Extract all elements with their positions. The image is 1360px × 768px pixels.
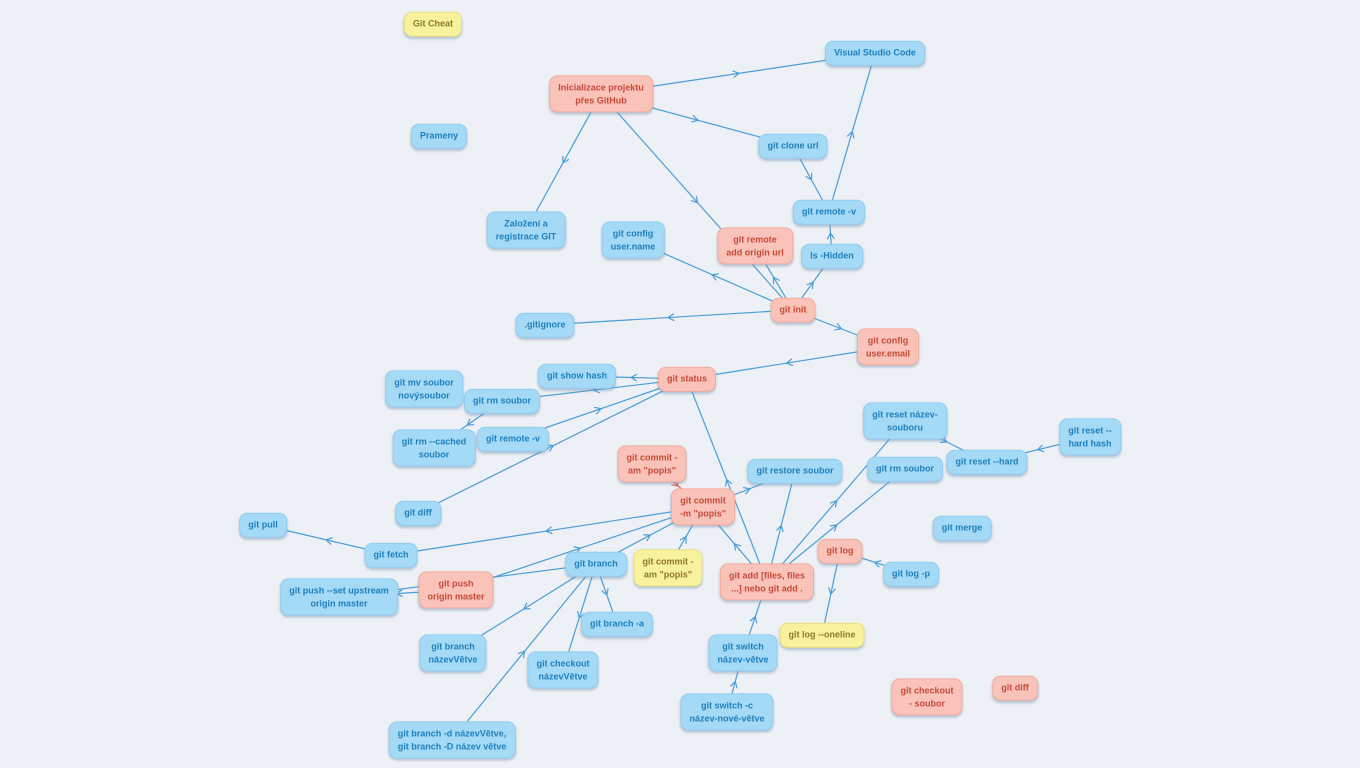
arrowhead-icon — [573, 546, 582, 554]
node-diff_right[interactable]: git diff — [992, 675, 1038, 701]
edge-remote_v_top-vsc — [828, 52, 876, 213]
node-remote_add[interactable]: git remote add origin url — [717, 227, 793, 265]
edge-commit_m-fetch — [390, 506, 704, 556]
node-add[interactable]: git add [files, files ...] nebo git add … — [719, 563, 815, 601]
edge-add-rm_soubor_right — [766, 468, 906, 583]
node-switch_c[interactable]: git switch -c název-nové-větve — [680, 693, 774, 731]
arrowhead-icon — [517, 650, 526, 659]
arrowhead-icon — [562, 155, 570, 164]
arrowhead-icon — [732, 70, 741, 79]
node-mv_soubor[interactable]: git mv soubor novýsoubor — [385, 370, 463, 408]
node-checkout_soubor[interactable]: git checkout - soubor — [891, 678, 963, 716]
arrowhead-icon — [710, 273, 720, 281]
node-zalozeni[interactable]: Založení a registrace GIT — [486, 211, 566, 249]
arrowhead-icon — [834, 323, 843, 331]
arrowhead-icon — [544, 526, 553, 535]
edge-add-reset_nazev — [766, 420, 906, 583]
arrowhead-icon — [939, 435, 948, 443]
node-show_hash[interactable]: git show hash — [537, 363, 617, 389]
arrowhead-icon — [805, 172, 813, 181]
arrowhead-icon — [775, 524, 784, 533]
node-clone[interactable]: git clone url — [758, 133, 828, 159]
node-prameny[interactable]: Prameny — [410, 123, 468, 149]
arrowhead-icon — [733, 542, 742, 551]
arrowhead-icon — [846, 130, 855, 139]
arrowhead-icon — [643, 534, 652, 542]
edge-branch_d-branch — [451, 563, 597, 741]
node-reset_hard[interactable]: git reset --hard — [946, 449, 1028, 475]
arrowhead-icon — [690, 195, 699, 204]
edge-init-gitignore — [544, 309, 794, 326]
node-branch[interactable]: git branch — [565, 551, 627, 577]
node-commit_am_red[interactable]: git commit - am "popis" — [617, 445, 687, 483]
edge-add-status — [686, 378, 768, 583]
arrowhead-icon — [724, 478, 733, 487]
node-vsc[interactable]: Visual Studio Code — [825, 40, 925, 66]
arrowhead-icon — [666, 313, 675, 322]
node-reset_hard_hash[interactable]: git reset -- hard hash — [1059, 418, 1121, 456]
node-remote_v_top[interactable]: git remote -v — [792, 199, 866, 225]
arrowhead-icon — [679, 535, 687, 544]
arrowhead-icon — [873, 560, 882, 568]
arrowhead-icon — [785, 358, 794, 367]
edge-inicializace-init — [600, 93, 794, 311]
node-commit_am_yellow[interactable]: git commit - am "popis" — [633, 549, 703, 587]
node-branch_a[interactable]: git branch -a — [580, 611, 654, 637]
node-commit_m[interactable]: git commit -m "popis" — [670, 488, 736, 526]
node-rm_soubor_left[interactable]: git rm soubor — [464, 388, 540, 414]
node-status[interactable]: git status — [657, 366, 717, 392]
node-config_useremail[interactable]: git config user.email — [856, 328, 920, 366]
arrowhead-icon — [772, 276, 780, 285]
edge-inicializace-zalozeni — [525, 93, 602, 231]
node-oneline[interactable]: git log --oneline — [779, 622, 865, 648]
node-config_username[interactable]: git config user.name — [601, 221, 665, 259]
node-pull[interactable]: git pull — [239, 512, 287, 538]
node-restore[interactable]: git restore soubor — [747, 458, 843, 484]
node-rm_soubor_right[interactable]: git rm soubor — [867, 456, 943, 482]
arrowhead-icon — [522, 602, 531, 610]
arrowhead-icon — [594, 406, 603, 415]
node-remote_v_mid[interactable]: git remote -v — [476, 426, 550, 452]
node-log[interactable]: git log — [817, 538, 863, 564]
node-checkout_nazev[interactable]: git checkout názevVětve — [527, 651, 599, 689]
arrowhead-icon — [829, 499, 838, 508]
node-diff_left[interactable]: git diff — [395, 500, 441, 526]
node-reset_nazev[interactable]: git reset název- souboru — [863, 402, 947, 440]
arrowhead-icon — [1036, 444, 1045, 453]
node-gitignore[interactable]: .gitignore — [515, 312, 575, 338]
arrowhead-icon — [466, 418, 475, 426]
edge-log-oneline — [821, 550, 841, 636]
arrowhead-icon — [601, 588, 609, 597]
node-ls_hidden[interactable]: ls -Hidden — [801, 243, 863, 269]
edge-config_useremail-status — [686, 346, 889, 380]
node-log_p[interactable]: git log -p — [883, 561, 939, 587]
arrowhead-icon — [806, 281, 814, 290]
node-git_cheat[interactable]: Git Cheat — [403, 11, 463, 37]
node-branch_nazev[interactable]: git branch názevVětve — [419, 634, 487, 672]
node-branch_d[interactable]: git branch -d názevVětve, git branch -D … — [388, 721, 516, 759]
arrowhead-icon — [828, 587, 836, 596]
node-fetch[interactable]: git fetch — [364, 542, 418, 568]
arrowhead-icon — [749, 615, 758, 624]
node-merge[interactable]: git merge — [932, 515, 992, 541]
arrowhead-icon — [324, 537, 333, 545]
node-inicializace[interactable]: Inicializace projektu přes GitHub — [549, 75, 653, 113]
node-push_set[interactable]: git push --set upstream origin master — [280, 578, 398, 616]
node-switch[interactable]: git switch název-větve — [708, 634, 778, 672]
arrowhead-icon — [629, 373, 638, 382]
node-rm_cached[interactable]: git rm --cached soubor — [392, 429, 476, 467]
arrowhead-icon — [826, 231, 835, 240]
node-init[interactable]: git init — [770, 297, 816, 323]
arrowhead-icon — [829, 524, 838, 532]
arrowhead-icon — [742, 486, 752, 495]
node-push_origin[interactable]: git push origin master — [418, 571, 494, 609]
arrowhead-icon — [691, 114, 700, 123]
arrowhead-icon — [729, 680, 738, 689]
